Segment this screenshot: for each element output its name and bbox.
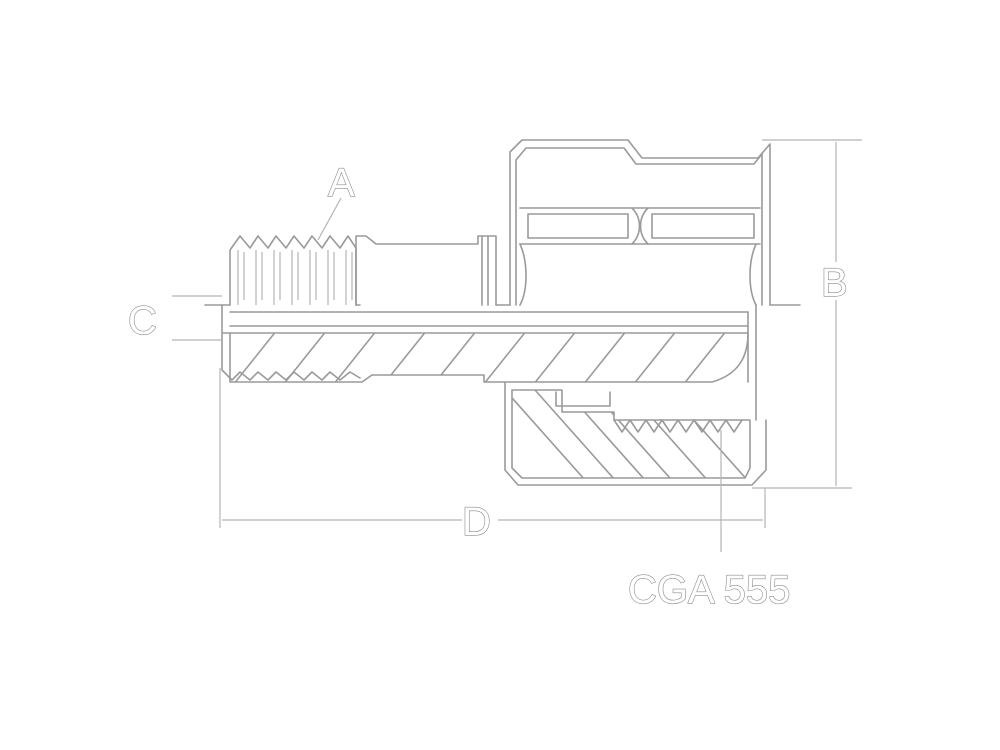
label-connection: CGA 555 — [628, 568, 790, 612]
stem-section — [221, 332, 749, 383]
label-b: B — [821, 261, 848, 305]
centerline — [204, 304, 801, 421]
dimension-b — [752, 139, 862, 489]
stem-thread-upper — [229, 235, 357, 306]
label-c: C — [128, 299, 157, 343]
dimension-a — [317, 197, 342, 241]
dimension-d — [219, 368, 766, 528]
hex-nut-upper — [509, 139, 771, 306]
label-d: D — [462, 500, 491, 544]
stem-neck-upper — [355, 235, 497, 306]
dimension-c — [172, 295, 222, 341]
label-a: A — [328, 161, 355, 205]
nut-section — [504, 381, 767, 486]
